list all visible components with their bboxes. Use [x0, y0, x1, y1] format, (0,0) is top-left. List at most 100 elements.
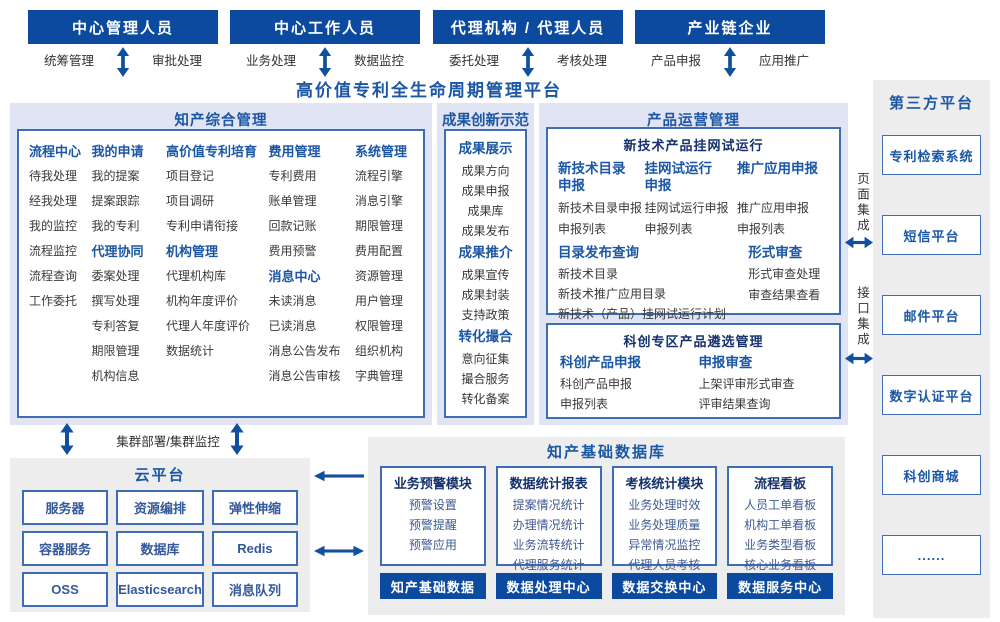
cluster-label: 集群部署/集群监控 — [116, 435, 220, 449]
third-party-box: ...... — [882, 535, 981, 575]
user-group-2: 中心工作人员 业务处理 数据监控 — [230, 10, 420, 77]
module-header: 数据统计报表 — [509, 476, 588, 491]
menu-item: 办理情况统计 — [512, 518, 585, 532]
page-integration-label: 页面集成 — [855, 172, 869, 234]
horizontal-double-arrow-icon — [845, 236, 873, 249]
database-modules: 业务预警模块 预警设置预警提醒预警应用 知产基础数据 数据统计报表 提案情况统计… — [368, 462, 845, 599]
menu-item: 专利申请衔接 — [166, 219, 239, 233]
trial-columns: 新技术目录 申报 新技术目录申报申报列表 挂网试运行 申报 挂网试运行申报申报列… — [548, 154, 839, 240]
menu-item: 项目登记 — [166, 169, 215, 183]
role-label: 统筹管理 — [44, 53, 95, 68]
group-header: 费用管理 — [268, 144, 321, 159]
group-items: 专利费用账单管理回款记账费用预警 — [269, 164, 355, 264]
menu-item: 专利费用 — [268, 169, 317, 183]
user-group-roles: 委托处理 考核处理 — [433, 44, 623, 77]
menu-item: 转化备案 — [461, 392, 510, 406]
group-items: 新技术目录申报申报列表 — [558, 198, 644, 240]
group-header: 系统管理 — [355, 144, 408, 159]
module-header: 流程看板 — [754, 476, 807, 491]
menu-item: 科创产品申报 — [560, 377, 633, 391]
menu-item: 提案情况统计 — [512, 498, 585, 512]
group-items: 项目登记项目调研专利申请衔接 — [166, 164, 268, 239]
section-title: 知产基础数据库 — [546, 444, 666, 461]
section-title: 知产综合管理 — [174, 113, 268, 129]
vertical-double-arrow-icon — [318, 47, 332, 77]
menu-item: 撮合服务 — [461, 372, 510, 386]
horizontal-double-arrow-icon — [845, 352, 873, 365]
user-group-title: 中心管理人员 — [28, 10, 218, 44]
module-box: 数据统计报表 提案情况统计办理情况统计业务流转统计代理服务统计 — [495, 466, 602, 572]
group-items: 上架评审形式审查评审结果查询 — [698, 374, 827, 414]
menu-item: 我的提案 — [91, 169, 140, 183]
group-header: 挂网试运行 申报 — [644, 161, 713, 193]
menu-item: 挂网试运行申报 — [644, 201, 729, 215]
group-header: 科创产品申报 — [560, 355, 641, 370]
user-group-title: 代理机构 / 代理人员 — [433, 10, 623, 44]
role-label: 应用推广 — [758, 53, 809, 68]
group-items: 意向征集撮合服务转化备案 — [446, 349, 525, 409]
group-items: 新技术目录新技术推广应用目录新技术（产品）挂网试运行计划 — [558, 264, 748, 324]
group-items: 代理机构库机构年度评价代理人年度评价数据统计 — [166, 264, 268, 364]
role-label: 业务处理 — [246, 53, 297, 68]
menu-item: 经我处理 — [29, 194, 78, 208]
group-items: 我的提案提案跟踪我的专利 — [92, 164, 166, 239]
vertical-double-arrow-icon — [116, 47, 130, 77]
vertical-double-arrow-icon — [723, 47, 737, 77]
menu-item: 新技术推广应用目录 — [558, 287, 667, 301]
menu-item: 机构年度评价 — [166, 294, 239, 308]
db-module-statistics: 数据统计报表 提案情况统计办理情况统计业务流转统计代理服务统计 数据处理中心 — [495, 466, 602, 599]
section-product-ops: 产品运营管理 新技术产品挂网试运行 新技术目录 申报 新技术目录申报申报列表 挂… — [539, 103, 848, 425]
user-group-roles: 业务处理 数据监控 — [230, 44, 420, 77]
menu-item: 成果方向 — [461, 164, 510, 178]
menu-item: 预警应用 — [408, 538, 457, 552]
vertical-double-arrow-icon — [521, 47, 535, 77]
group-header: 我的申请 — [91, 144, 144, 159]
menu-item: 业务处理质量 — [628, 518, 701, 532]
module-items: 人员工单看板机构工单看板业务类型看板核心业务看板 — [729, 495, 831, 575]
cloud-service-box: OSS — [22, 572, 109, 607]
platform-title: 高价值专利全生命周期管理平台 — [296, 81, 562, 100]
menu-item: 项目调研 — [166, 194, 215, 208]
section-title: 第三方平台 — [888, 95, 974, 112]
trial-col-1: 新技术目录 申报 新技术目录申报申报列表 — [558, 157, 644, 240]
menu-item: 未读消息 — [268, 294, 317, 308]
module-box: 流程看板 人员工单看板机构工单看板业务类型看板核心业务看板 — [727, 466, 833, 572]
menu-item: 字典管理 — [355, 369, 404, 383]
trial-col-2: 挂网试运行 申报 挂网试运行申报申报列表 — [645, 157, 737, 240]
group-header: 申报审查 — [698, 355, 753, 370]
menu-item: 消息引擎 — [355, 194, 404, 208]
section-ip-management: 知产综合管理 流程中心 待我处理经我处理我的监控流程监控流程查询工作委托 我的申… — [10, 103, 432, 425]
cloud-service-box: 容器服务 — [22, 531, 109, 566]
vertical-double-arrow-icon — [60, 423, 74, 455]
user-group-roles: 产品申报 应用推广 — [635, 44, 825, 77]
menu-item: 回款记账 — [268, 219, 317, 233]
menu-item: 撰写处理 — [91, 294, 140, 308]
selection-box: 科创专区产品遴选管理 科创产品申报 科创产品申报申报列表 申报审查 上架评审形式… — [546, 323, 841, 419]
section-title: 云平台 — [134, 467, 186, 484]
group-header: 流程中心 — [29, 144, 82, 159]
menu-item: 代理人员考核 — [628, 558, 701, 572]
menu-item: 成果发布 — [461, 224, 510, 238]
module-header: 业务预警模块 — [393, 476, 472, 491]
cloud-service-box: 弹性伸缩 — [211, 490, 298, 525]
menu-item: 评审结果查询 — [698, 397, 771, 411]
ip-management-box: 流程中心 待我处理经我处理我的监控流程监控流程查询工作委托 我的申请 我的提案提… — [17, 129, 425, 418]
group-items: 形式审查处理审查结果查看 — [748, 264, 829, 306]
cloud-service-box: Elasticsearch — [116, 572, 204, 607]
menu-item: 我的监控 — [29, 219, 78, 233]
menu-item: 业务处理时效 — [628, 498, 701, 512]
role-label: 数据监控 — [353, 53, 404, 68]
menu-item: 用户管理 — [355, 294, 404, 308]
formal-review-group: 形式审查 形式审查处理审查结果查看 — [748, 242, 829, 324]
menu-item: 业务类型看板 — [744, 538, 817, 552]
menu-item: 业务流转统计 — [512, 538, 585, 552]
horizontal-double-arrow-icon — [314, 545, 364, 557]
sel-col-1: 科创产品申报 科创产品申报申报列表 — [560, 352, 698, 414]
module-items: 预警设置预警提醒预警应用 — [382, 495, 484, 555]
menu-item: 预警设置 — [408, 498, 457, 512]
role-label: 审批处理 — [151, 53, 202, 68]
trial-run-box: 新技术产品挂网试运行 新技术目录 申报 新技术目录申报申报列表 挂网试运行 申报… — [546, 127, 841, 321]
achievements-box: 成果展示 成果方向成果申报成果库成果发布 成果推介 成果宣传成果封装支持政策 转… — [444, 129, 527, 418]
group-items: 成果方向成果申报成果库成果发布 — [446, 161, 525, 241]
